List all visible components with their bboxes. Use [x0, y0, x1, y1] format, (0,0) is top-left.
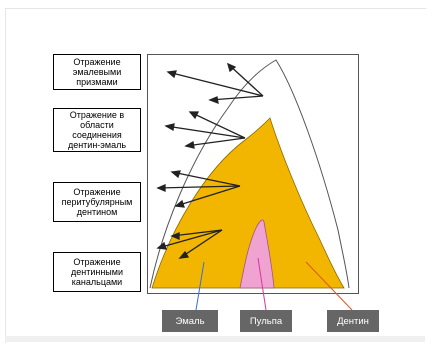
label-dej: Отражение в области соединения дентин-эм… [53, 108, 141, 152]
tag-dentin: Дентин [327, 310, 379, 332]
label-tubules: Отражение дентинными канальцами [53, 252, 141, 292]
tag-pulp: Пульпа [240, 310, 292, 332]
label-peritubular: Отражение перитубулярным дентином [53, 182, 141, 222]
tag-enamel: Эмаль [162, 310, 218, 332]
label-enamel-prisms: Отражение эмалевыми призмами [53, 54, 141, 90]
